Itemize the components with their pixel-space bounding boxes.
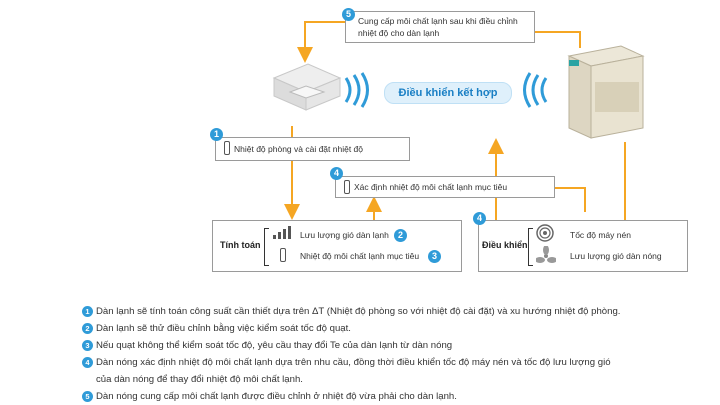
fan-icon [536, 246, 556, 263]
note-1-text: Dàn lạnh sẽ tính toán công suất cần thiế… [96, 306, 621, 317]
calc-box [212, 220, 462, 272]
note-2-badge: 2 [82, 323, 93, 334]
note-2-text: Dàn lạnh sẽ thử điều chỉnh bằng việc kiể… [96, 323, 351, 334]
control-item2: Lưu lượng gió dàn nóng [570, 251, 662, 261]
wave-right-icon [523, 72, 548, 108]
step5-line2: nhiệt độ cho dàn lạnh [358, 28, 440, 38]
step3-text: Nhiệt độ môi chất lạnh mục tiêu [300, 251, 420, 261]
compressor-icon [536, 224, 554, 242]
outdoor-unit-icon [567, 45, 645, 139]
step3-badge: 3 [428, 250, 441, 263]
calc-label: Tính toán [220, 240, 261, 250]
note-5-badge: 5 [82, 391, 93, 402]
calc-bracket [264, 228, 269, 266]
arrow-target-to-control [555, 187, 586, 212]
step2-badge: 2 [394, 229, 407, 242]
step2-text: Lưu lượng gió dàn lạnh [300, 230, 389, 240]
step1-box [215, 137, 410, 161]
step1-text: Nhiệt độ phòng và cài đặt nhiệt độ [234, 144, 364, 154]
step4-text: Xác định nhiệt độ môi chất lạnh mục tiêu [354, 182, 508, 192]
control-item1: Tốc độ máy nén [570, 230, 631, 240]
thermometer-icon-2 [344, 180, 350, 194]
step1-badge: 1 [210, 128, 223, 141]
note-4-badge: 4 [82, 357, 93, 368]
note-1-badge: 1 [82, 306, 93, 317]
step5-line1: Cung cấp môi chất lạnh sau khi điều chỉn… [358, 16, 518, 26]
arrow-step5-return [297, 21, 345, 63]
step4-badge: 4 [330, 167, 343, 180]
wave-left-icon [344, 72, 369, 108]
indoor-unit-icon [272, 63, 342, 111]
control-label: Điều khiển [482, 240, 528, 250]
note-4-continued: của dàn nóng để thay đổi nhiệt độ môi ch… [96, 374, 303, 385]
arrow-step5 [535, 31, 581, 48]
step5-badge: 5 [342, 8, 355, 21]
thermometer-icon [224, 141, 230, 155]
step4-target-box [335, 176, 555, 198]
control-box [478, 220, 688, 272]
step5-box [345, 11, 535, 43]
control-bracket [528, 228, 533, 266]
note-5-text: Dàn nóng cung cấp môi chất lạnh được điề… [96, 391, 457, 402]
combined-control-label: Điều khiển kết hợp [384, 82, 512, 104]
note-3-text: Nếu quạt không thể kiểm soát tốc độ, yêu… [96, 340, 453, 351]
note-3-badge: 3 [82, 340, 93, 351]
thermometer-icon-3 [280, 248, 286, 262]
step4b-badge: 4 [473, 212, 486, 225]
note-4-text: Dàn nóng xác định nhiệt độ môi chất lạnh… [96, 357, 611, 368]
signal-icon [273, 226, 291, 239]
